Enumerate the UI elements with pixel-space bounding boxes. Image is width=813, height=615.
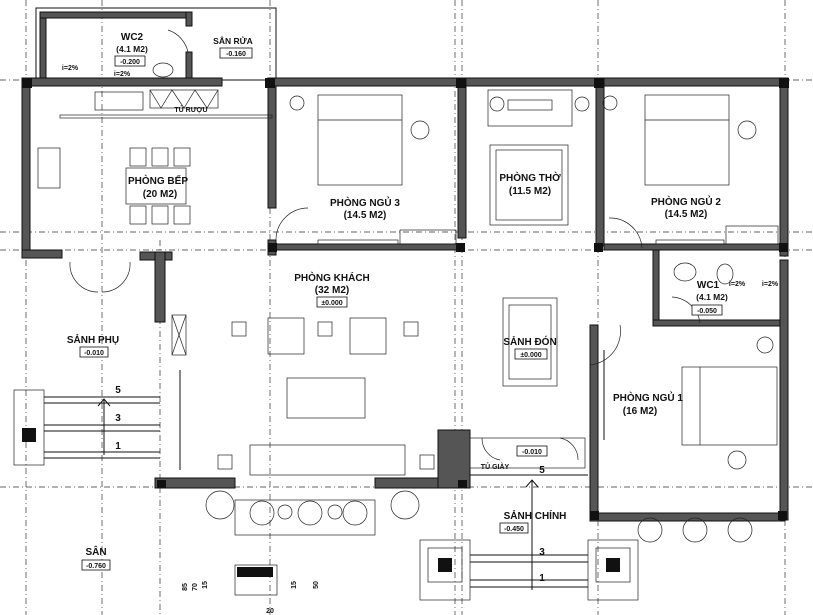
coffee-table bbox=[286, 377, 366, 419]
walls bbox=[21, 7, 789, 522]
phong-bep-area: (20 M2) bbox=[143, 189, 177, 200]
wc2-area: (4.1 M2) bbox=[116, 44, 148, 54]
armchair bbox=[349, 317, 387, 355]
phong-khach-level: ±0.000 bbox=[321, 300, 342, 307]
san-rua-level: -0.160 bbox=[226, 51, 246, 58]
furniture bbox=[37, 29, 779, 596]
phong-tho-name: PHÒNG THỜ bbox=[499, 171, 561, 184]
stove bbox=[37, 147, 61, 189]
san-name: SÂN bbox=[85, 545, 106, 558]
altar bbox=[487, 89, 573, 127]
wc1-slope-a: i=2% bbox=[729, 281, 746, 288]
side-step-1: 1 bbox=[115, 441, 121, 452]
san-rua-name: SÂN RỬA bbox=[213, 35, 253, 46]
sanh-don-level: ±0.000 bbox=[520, 352, 541, 359]
wc2-name: WC2 bbox=[121, 32, 144, 43]
wine-cabinet bbox=[149, 89, 219, 109]
san-level: -0.760 bbox=[86, 563, 106, 570]
wc1-slope-b: i=2% bbox=[762, 281, 779, 288]
main-step-5: 5 bbox=[539, 465, 545, 476]
dim-85: 85 bbox=[182, 583, 189, 591]
wc1-level: -0.050 bbox=[697, 308, 717, 315]
phong-ngu-1-area: (16 M2) bbox=[623, 406, 657, 417]
tu-ruou-label: TỦ RƯỢU bbox=[174, 105, 207, 114]
main-step-1: 1 bbox=[539, 573, 545, 584]
wc2-slope-b: i=2% bbox=[114, 71, 131, 78]
dim-15b: 15 bbox=[291, 581, 298, 589]
tu-giay-level: -0.010 bbox=[522, 449, 542, 456]
dining-table bbox=[125, 167, 187, 205]
phong-ngu-2-name: PHÒNG NGỦ 2 bbox=[651, 195, 721, 208]
detail-dimensions: 85 70 15 15 50 20 bbox=[182, 581, 320, 615]
stair-step-labels: 5 3 1 5 3 1 bbox=[115, 385, 545, 584]
armchair bbox=[267, 317, 305, 355]
bed bbox=[644, 94, 730, 186]
stairs bbox=[13, 389, 639, 601]
sink bbox=[94, 91, 144, 111]
tu-giay-label: TỦ GIÀY bbox=[481, 462, 510, 471]
side-step-5: 5 bbox=[115, 385, 121, 396]
dim-50: 50 bbox=[313, 581, 320, 589]
wc1-area: (4.1 M2) bbox=[696, 292, 728, 302]
sanh-phu-level: -0.010 bbox=[84, 350, 104, 357]
sanh-don-name: SẢNH ĐÓN bbox=[503, 335, 556, 348]
wc2-slope-a: i=2% bbox=[62, 65, 79, 72]
phong-tho-area: (11.5 M2) bbox=[509, 186, 551, 197]
wc1-name: WC1 bbox=[697, 280, 720, 291]
phong-ngu-1-name: PHÒNG NGỦ 1 bbox=[613, 391, 683, 404]
phong-bep-name: PHÒNG BẾP bbox=[128, 174, 188, 187]
sanh-phu-name: SẢNH PHỤ bbox=[67, 333, 119, 346]
phong-khach-name: PHÒNG KHÁCH bbox=[294, 271, 370, 284]
phong-ngu-3-name: PHÒNG NGỦ 3 bbox=[330, 196, 400, 209]
dim-15a: 15 bbox=[202, 581, 209, 589]
bed bbox=[681, 366, 778, 446]
phong-ngu-3-area: (14.5 M2) bbox=[344, 210, 387, 221]
phong-ngu-2-area: (14.5 M2) bbox=[665, 209, 708, 220]
side-step-3: 3 bbox=[115, 413, 121, 424]
sofa bbox=[249, 444, 406, 476]
wc2-level: -0.200 bbox=[120, 59, 140, 66]
sanh-chinh-name: SẢNH CHÍNH bbox=[504, 509, 567, 522]
dim-70: 70 bbox=[192, 583, 199, 591]
bed bbox=[317, 94, 403, 186]
phong-khach-area: (32 M2) bbox=[315, 285, 349, 296]
main-step-3: 3 bbox=[539, 547, 545, 558]
dim-20: 20 bbox=[266, 608, 274, 615]
sanh-chinh-level: -0.450 bbox=[504, 526, 524, 533]
room-labels: WC2 (4.1 M2) -0.200 i=2% i=2% SÂN RỬA -0… bbox=[62, 32, 779, 571]
